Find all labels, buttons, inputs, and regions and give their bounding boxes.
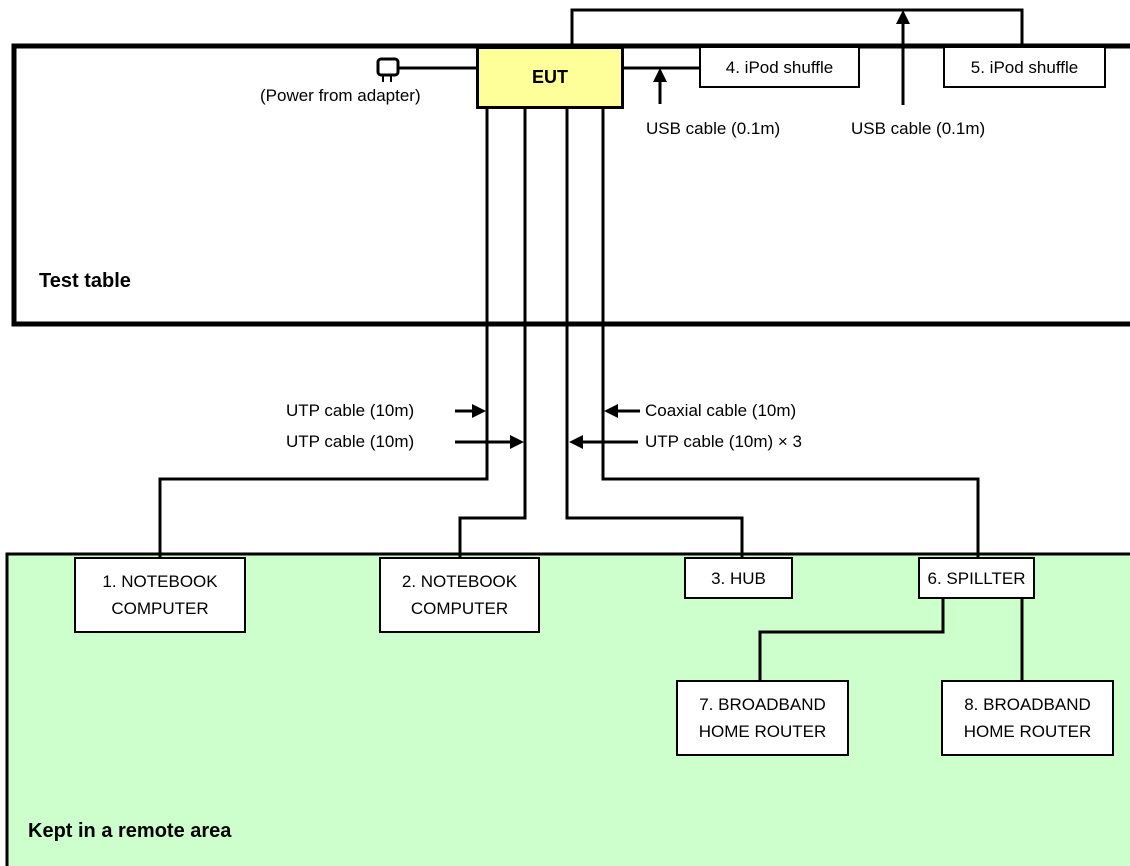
utp-cable-label-1: UTP cable (10m) (286, 401, 415, 420)
utp-cable-x3-label: UTP cable (10m) × 3 (645, 432, 803, 451)
utp-cable-label-2: UTP cable (10m) (286, 432, 415, 451)
utp-cable-line-3 (565, 108, 744, 559)
usb-cable-line-5 (570, 8, 1024, 48)
device-3-hub: 3. HUB (684, 557, 793, 599)
power-plug-icon (376, 57, 400, 82)
coaxial-cable-label: Coaxial cable (10m) (645, 401, 797, 420)
device-8-broadband-home-router: 8. BROADBAND HOME ROUTER (941, 680, 1114, 756)
device-2-notebook-computer: 2. NOTEBOOK COMPUTER (379, 557, 540, 633)
usb-cable-label-1: USB cable (0.1m) (646, 119, 781, 138)
utp-cable-line-1 (158, 108, 489, 559)
splitter-to-router-7-line (758, 598, 945, 682)
coax-arrow-head (604, 404, 618, 418)
utp-arrow-1-head (472, 404, 486, 418)
power-label: (Power from adapter) (260, 86, 421, 105)
usb-arrow-2-head (896, 10, 910, 24)
device-5-ipod-shuffle: 5. iPod shuffle (943, 46, 1106, 88)
eut-box: EUT (476, 46, 624, 109)
test-table-title: Test table (39, 270, 131, 292)
utp-arrow-2-head (510, 435, 524, 449)
device-6-splitter: 6. SPILLTER (918, 557, 1035, 599)
utp-cable-line-2 (458, 108, 527, 559)
remote-area-title: Kept in a remote area (28, 820, 232, 842)
coaxial-cable-line (601, 108, 980, 559)
device-1-notebook-computer: 1. NOTEBOOK COMPUTER (74, 557, 246, 633)
usb-cable-label-2: USB cable (0.1m) (851, 119, 986, 138)
device-7-broadband-home-router: 7. BROADBAND HOME ROUTER (676, 680, 849, 756)
device-4-ipod-shuffle: 4. iPod shuffle (699, 46, 860, 88)
usb-arrow-1-head (653, 68, 667, 82)
utp-x3-arrow-head (569, 435, 583, 449)
